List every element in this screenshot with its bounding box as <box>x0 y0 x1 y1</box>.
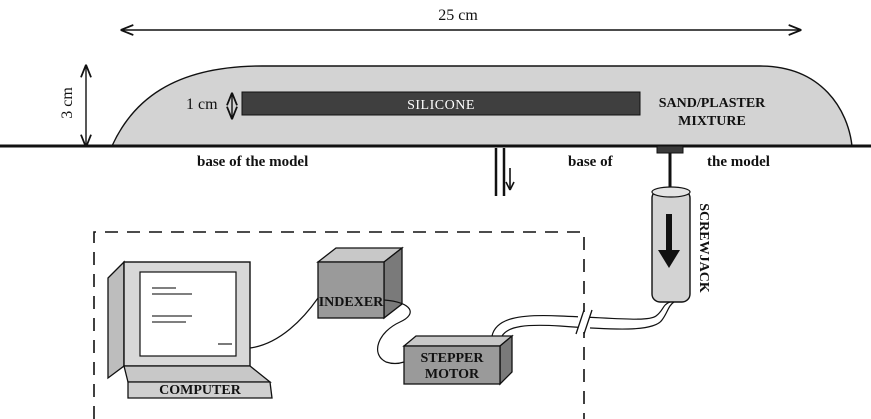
screwjack-collar <box>656 145 684 154</box>
layer-thickness-label: 1 cm <box>186 96 218 113</box>
sand-plaster-label: SAND/PLASTER <box>659 96 766 111</box>
cable-break-mark-2 <box>583 309 593 335</box>
silicone-layer <box>241 91 641 116</box>
computer-indexer-cable <box>249 297 319 349</box>
base-cut-arrowhead <box>505 181 515 191</box>
screwjack-label: SCREWJACK <box>696 203 711 293</box>
stepper-screwjack-cable-2 <box>501 301 675 337</box>
motor-label: MOTOR <box>425 367 480 382</box>
the-model-label: the model <box>707 154 770 170</box>
silicone-label: SILICONE <box>407 98 475 113</box>
stepper-screwjack-cable-1 <box>491 301 671 337</box>
computer-label: COMPUTER <box>159 383 242 398</box>
screwjack <box>651 186 691 303</box>
stepper-label: STEPPER <box>420 351 484 366</box>
indexer-stepper-cable <box>377 299 411 365</box>
height-dimension-label: 3 cm <box>59 87 76 119</box>
mixture-label: MIXTURE <box>678 114 746 129</box>
base-of-label: base of <box>568 154 614 170</box>
computer <box>107 260 273 399</box>
base-of-model-left-label: base of the model <box>197 154 308 170</box>
cable-break-mark-1 <box>575 309 585 335</box>
width-dimension-label: 25 cm <box>438 7 478 24</box>
stepper-motor-box <box>402 334 514 386</box>
indexer-label: INDEXER <box>319 295 384 310</box>
